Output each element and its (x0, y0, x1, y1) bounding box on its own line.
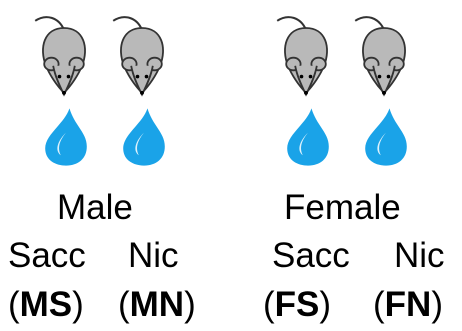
condition-label: Sacc (272, 238, 350, 273)
condition-label: Nic (128, 238, 179, 273)
group-code: (MS) (8, 287, 84, 322)
water-drop-icon (40, 104, 92, 170)
mouse-icon (28, 6, 100, 104)
condition-label: Sacc (8, 238, 86, 273)
mouse-icon (106, 6, 178, 104)
mouse-icon (348, 6, 420, 104)
mouse-icon (270, 6, 342, 104)
group-label-male: Male (57, 190, 133, 225)
group-code-text: FS (275, 285, 320, 324)
group-label-female: Female (284, 190, 401, 225)
water-drop-icon (118, 104, 170, 170)
group-code-text: MS (20, 285, 73, 324)
group-code: (FN) (373, 287, 443, 322)
water-drop-icon (360, 104, 412, 170)
group-code-text: MN (130, 285, 184, 324)
condition-label: Nic (394, 238, 445, 273)
group-code: (FS) (263, 287, 331, 322)
group-code: (MN) (118, 287, 196, 322)
group-code-text: FN (385, 285, 432, 324)
water-drop-icon (282, 104, 334, 170)
